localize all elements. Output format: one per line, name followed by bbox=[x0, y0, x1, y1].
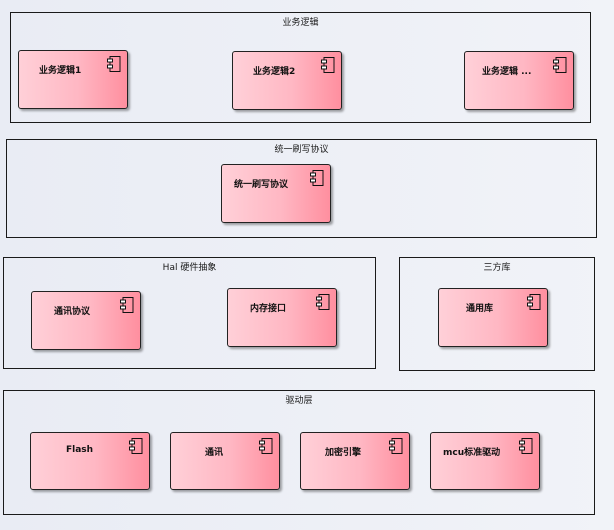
component-label: 加密引擎 bbox=[325, 448, 362, 458]
component-memory-interface[interactable]: 内存接口 bbox=[227, 288, 337, 347]
package-title: 统一刷写协议 bbox=[274, 145, 329, 155]
component-icon bbox=[553, 57, 567, 73]
component-icon bbox=[389, 438, 403, 454]
component-icon bbox=[129, 438, 143, 454]
component-icon bbox=[259, 438, 273, 454]
component-label: 业务逻辑1 bbox=[39, 66, 82, 76]
package-title: 三方库 bbox=[483, 263, 511, 273]
component-icon bbox=[310, 170, 324, 186]
component-business-logic-more[interactable]: 业务逻辑 ... bbox=[464, 51, 574, 110]
component-label: Flash bbox=[66, 445, 94, 455]
package-third-party-libs[interactable]: 三方库 bbox=[399, 257, 595, 371]
component-icon bbox=[321, 57, 335, 73]
component-icon bbox=[527, 294, 541, 310]
component-label: 业务逻辑 ... bbox=[482, 67, 532, 77]
package-hal-hardware-abstraction[interactable]: Hal 硬件抽象 bbox=[3, 257, 376, 369]
component-unified-flash-protocol[interactable]: 统一刷写协议 bbox=[221, 164, 331, 223]
package-title: 业务逻辑 bbox=[282, 18, 319, 28]
component-business-logic-1[interactable]: 业务逻辑1 bbox=[18, 50, 128, 109]
component-label: 统一刷写协议 bbox=[234, 180, 289, 190]
component-mcu-standard-driver[interactable]: mcu标准驱动 bbox=[430, 432, 540, 490]
component-crypto-engine[interactable]: 加密引擎 bbox=[300, 432, 410, 490]
component-label: 通讯 bbox=[205, 448, 224, 458]
component-label: mcu标准驱动 bbox=[443, 448, 501, 458]
component-icon bbox=[519, 438, 533, 454]
component-icon bbox=[107, 56, 121, 72]
component-comm-protocol[interactable]: 通讯协议 bbox=[31, 291, 141, 350]
component-label: 通用库 bbox=[466, 304, 494, 314]
component-label: 业务逻辑2 bbox=[253, 67, 296, 77]
package-unified-flash-protocol[interactable]: 统一刷写协议 bbox=[6, 139, 597, 238]
component-comm[interactable]: 通讯 bbox=[170, 432, 280, 490]
component-common-lib[interactable]: 通用库 bbox=[438, 288, 548, 347]
component-flash[interactable]: Flash bbox=[30, 432, 150, 490]
package-driver-layer[interactable]: 驱动层 bbox=[3, 390, 595, 515]
component-label: 内存接口 bbox=[250, 304, 287, 314]
package-business-logic[interactable]: 业务逻辑 bbox=[10, 12, 591, 123]
component-icon bbox=[316, 294, 330, 310]
component-business-logic-2[interactable]: 业务逻辑2 bbox=[232, 51, 342, 110]
component-label: 通讯协议 bbox=[54, 307, 91, 317]
component-icon bbox=[120, 297, 134, 313]
package-title: 驱动层 bbox=[285, 396, 313, 406]
package-title: Hal 硬件抽象 bbox=[162, 263, 217, 273]
